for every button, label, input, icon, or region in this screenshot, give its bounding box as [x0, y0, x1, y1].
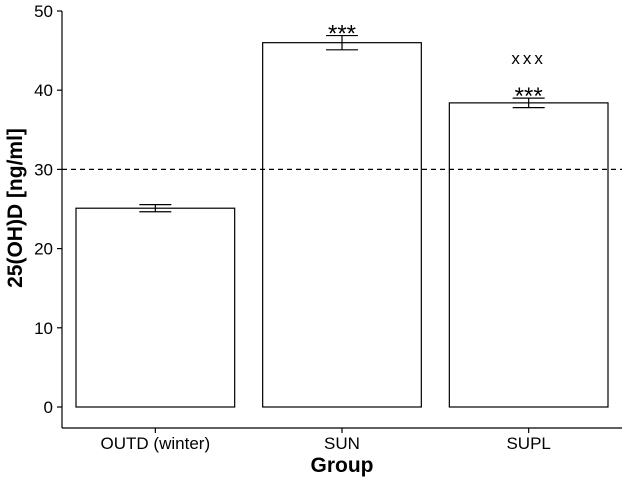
- y-tick-label: 30: [34, 160, 53, 179]
- y-tick-label: 0: [44, 398, 53, 417]
- y-tick-label: 10: [34, 319, 53, 338]
- y-tick-label: 40: [34, 81, 53, 100]
- significance-stars: ***: [328, 21, 356, 48]
- x-axis: OUTD (winter) SUN SUPL: [62, 427, 622, 453]
- y-tick-label: 50: [34, 2, 53, 21]
- y-axis-title: 25(OH)D [ng/ml]: [4, 128, 27, 288]
- bar: [448, 102, 609, 408]
- x-tick-label: SUPL: [506, 434, 550, 453]
- x-tick-label: OUTD (winter): [101, 434, 211, 453]
- x-tick-label: SUN: [324, 434, 360, 453]
- bar: [262, 42, 422, 408]
- significance-x-marks: xxx: [511, 49, 546, 68]
- y-tick-label: 20: [34, 240, 53, 259]
- x-axis-title: Group: [311, 454, 374, 477]
- bars: [75, 34, 609, 408]
- annotations: *** *** xxx: [328, 21, 546, 111]
- bar: [75, 207, 236, 408]
- significance-stars: ***: [515, 83, 543, 110]
- y-axis: 0 10 20 30 40 50: [34, 2, 63, 428]
